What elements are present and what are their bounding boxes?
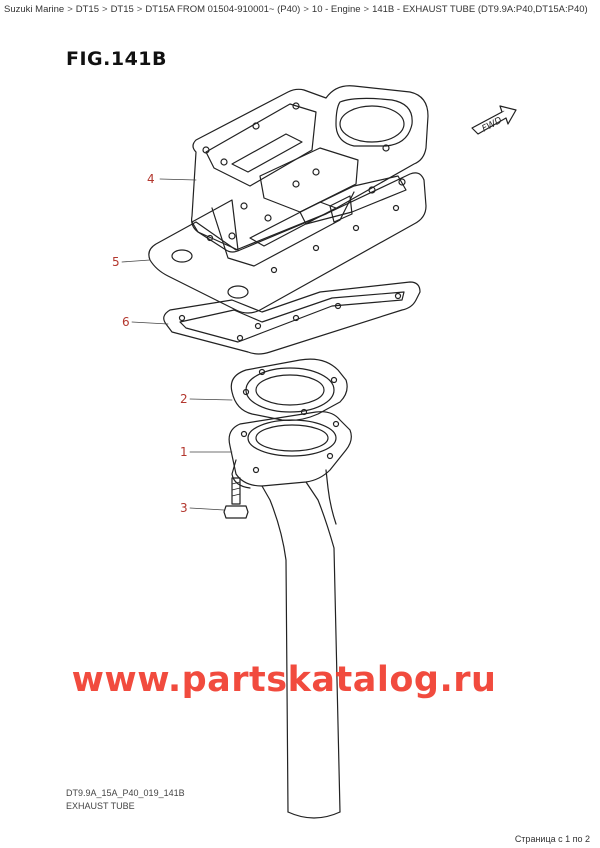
part-2-gasket[interactable] xyxy=(230,358,348,421)
breadcrumb-separator: > xyxy=(363,4,370,15)
breadcrumb-separator: > xyxy=(67,4,73,15)
part-3-bolt[interactable] xyxy=(223,477,249,519)
breadcrumb-item-current: 141B - EXHAUST TUBE (DT9.9A:P40,DT15A:P4… xyxy=(372,4,588,15)
part-1-exhaust-tube[interactable] xyxy=(228,411,352,819)
breadcrumb-item-dt15a-range[interactable]: DT15A FROM 01504-910001~ (P40) xyxy=(145,4,301,15)
fwd-label: FWD xyxy=(481,116,504,135)
figure-title: FIG.141B xyxy=(66,48,168,70)
drawing-code: DT9.9A_15A_P40_019_141B xyxy=(66,788,185,798)
breadcrumb-item-dt15-model[interactable]: DT15 xyxy=(110,4,134,15)
callout-part-6[interactable]: 6 xyxy=(122,315,130,329)
watermark: www.partskatalog.ru xyxy=(71,660,497,700)
part-5-plate[interactable] xyxy=(148,172,427,314)
callout-part-1[interactable]: 1 xyxy=(180,445,188,459)
part-6-gasket[interactable] xyxy=(163,281,421,355)
breadcrumb-item-suzuki-marine[interactable]: Suzuki Marine xyxy=(4,4,65,15)
breadcrumb-separator: > xyxy=(102,4,108,15)
callout-part-3[interactable]: 3 xyxy=(180,501,188,515)
figure-caption: EXHAUST TUBE xyxy=(66,801,135,811)
breadcrumb-item-engine[interactable]: 10 - Engine xyxy=(311,4,361,15)
leader-lines xyxy=(121,178,233,511)
breadcrumb-separator: > xyxy=(136,4,143,15)
breadcrumb: Suzuki Marine>DT15>DT15>DT15A FROM 01504… xyxy=(4,4,596,16)
callout-part-5[interactable]: 5 xyxy=(112,255,120,269)
callout-part-2[interactable]: 2 xyxy=(180,392,188,406)
part-4-gasket[interactable] xyxy=(191,85,429,253)
breadcrumb-separator: > xyxy=(303,4,309,15)
pagination-text: Страница с 1 по 2 xyxy=(514,834,590,844)
fwd-arrow-icon: FWD xyxy=(471,105,517,135)
callout-part-4[interactable]: 4 xyxy=(147,172,155,186)
breadcrumb-item-dt15[interactable]: DT15 xyxy=(75,4,99,15)
